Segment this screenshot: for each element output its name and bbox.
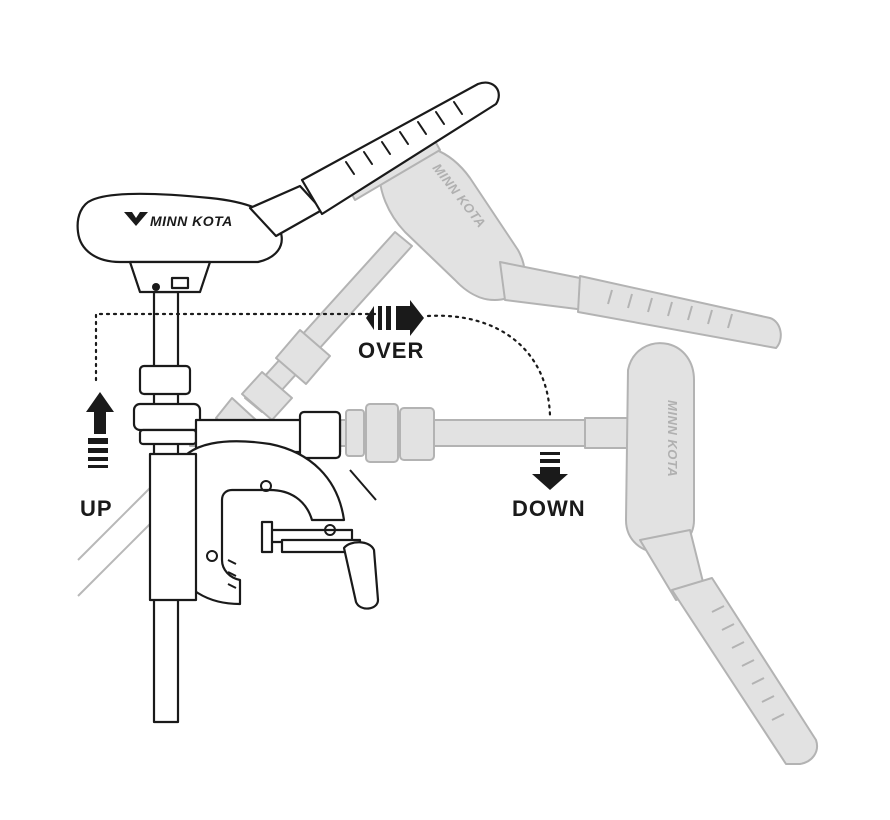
ghost-motor-over-position	[215, 131, 782, 439]
arrow-up-icon	[86, 392, 114, 468]
ghost-down-grip-ribs	[711, 605, 785, 721]
ghost-down-brand-text: MINN KOTA	[665, 400, 680, 477]
label-down: DOWN	[512, 496, 586, 521]
arrow-right-icon	[366, 300, 424, 336]
ghost-grip-ribs	[607, 289, 733, 329]
head-button	[152, 283, 160, 291]
ghost-motor-down-position	[189, 342, 818, 765]
bracket-details	[206, 469, 377, 589]
motion-path-up	[94, 312, 552, 418]
main-mount-bracket	[148, 410, 380, 610]
label-up: UP	[80, 496, 113, 521]
main-brand-text: MINN KOTA	[150, 213, 233, 229]
ghost-bracket-left	[77, 487, 161, 597]
arrow-down-icon	[532, 452, 568, 490]
main-grip-ribs	[345, 101, 463, 175]
minn-kota-logo-icon	[124, 212, 148, 226]
label-over: OVER	[358, 338, 424, 363]
